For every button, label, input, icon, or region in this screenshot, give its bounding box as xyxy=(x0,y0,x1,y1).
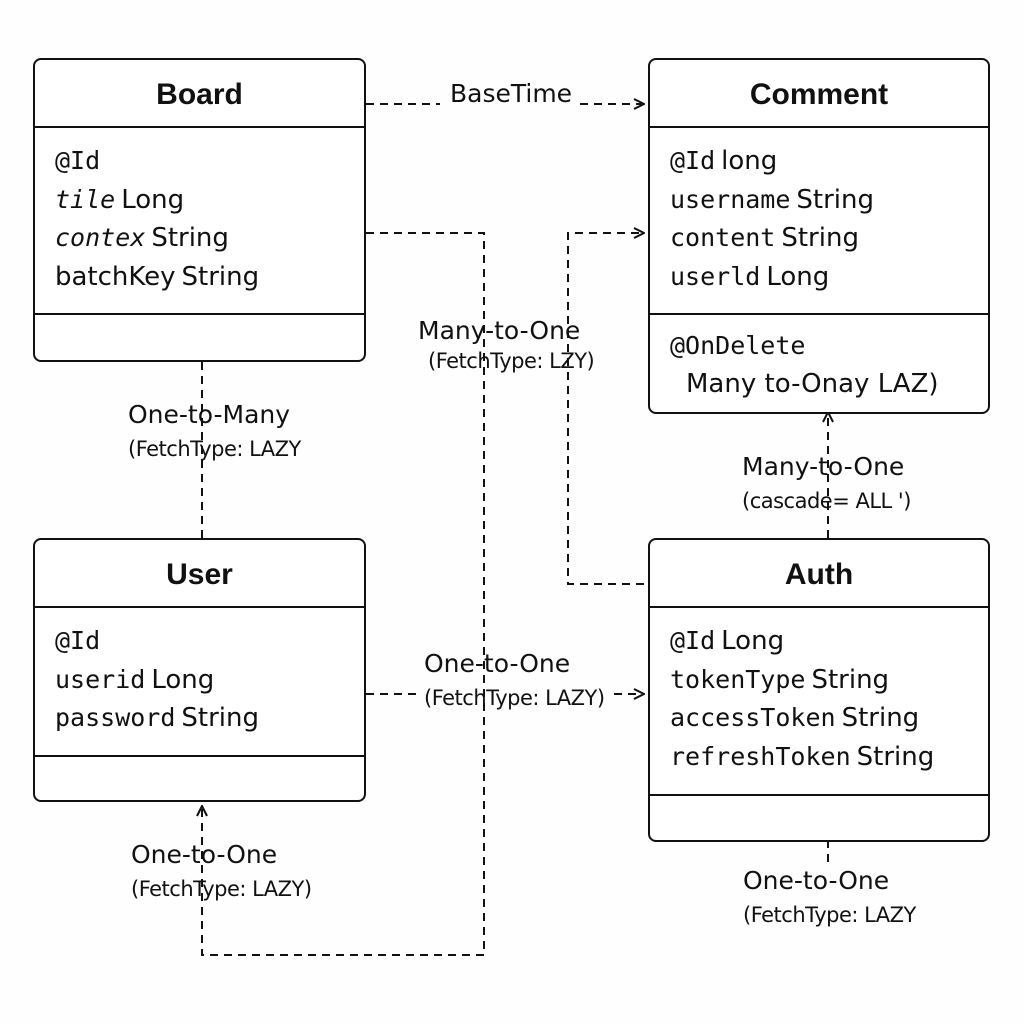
label-auth-comment: Many-to-One (cascade= ALL ') xyxy=(742,452,911,513)
user-attr-id: @Id xyxy=(55,626,101,655)
board-attr-id: @Id xyxy=(55,146,101,175)
entity-board-title: Board xyxy=(35,60,364,128)
many-to-one-comment-line xyxy=(567,233,644,585)
label-bottom-user: One-to-One (FetchType: LAZY) xyxy=(131,840,312,901)
comment-method-ondelete: @OnDelete xyxy=(670,331,806,360)
entity-user-title: User xyxy=(35,540,364,608)
label-user-auth: One-to-One (FetchType: LAZY) xyxy=(424,649,605,710)
label-one-to-many: One-to-Many (FetchType: LAZY xyxy=(128,400,301,461)
entity-comment-title: Comment xyxy=(650,60,988,128)
label-bottom-auth: One-to-One (FetchType: LAZY xyxy=(743,866,916,927)
label-many-to-one-comment: Many-to-One (FetchType: LZY) xyxy=(418,316,595,373)
entity-comment-methods: @OnDelete Many to-Onay LAZ) xyxy=(650,315,988,403)
label-basetime: BaseTime xyxy=(450,79,573,108)
entity-auth-title: Auth xyxy=(650,540,988,608)
comment-method-relation: Many to-Onay LAZ) xyxy=(686,369,939,399)
board-to-bottom-line xyxy=(202,232,485,956)
